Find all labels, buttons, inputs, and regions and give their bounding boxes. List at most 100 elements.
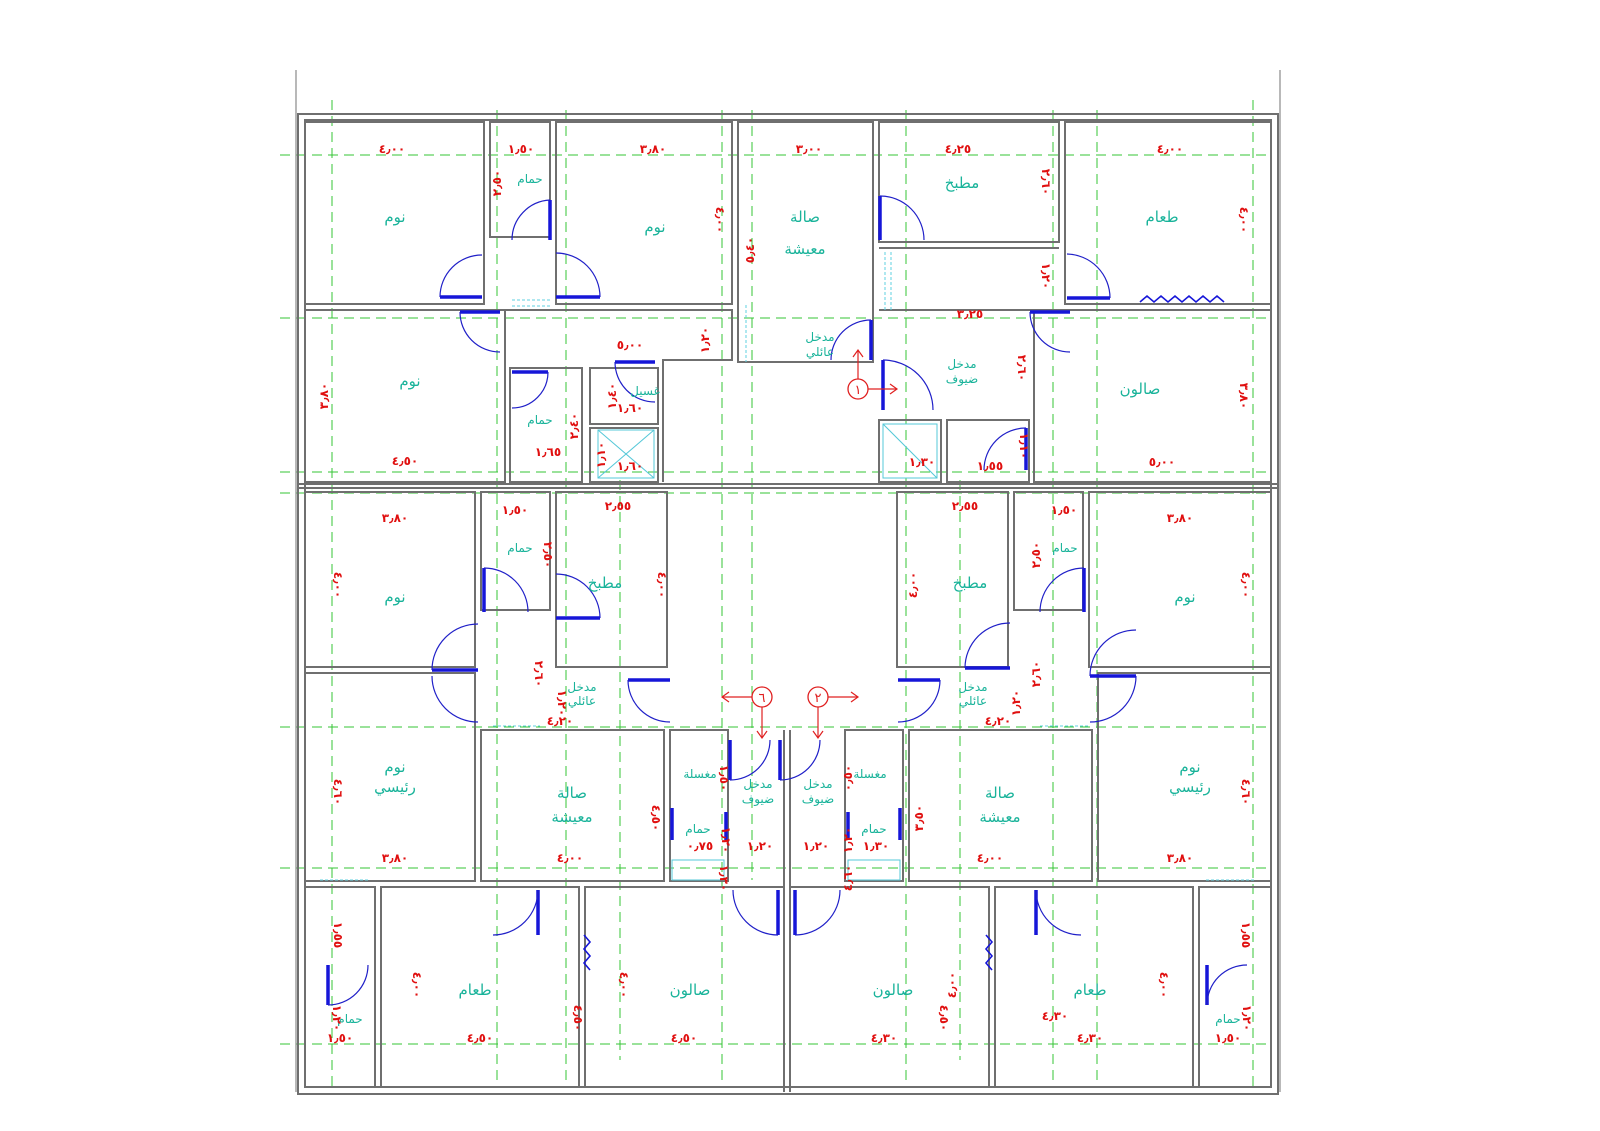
dimension: ٣٫٨٠ [1167, 851, 1193, 865]
dimension: ٤٫٦٠ [841, 865, 855, 891]
room-label: نوم [1174, 588, 1195, 606]
dimension: ١٫٢٠ [747, 839, 773, 853]
room-label: مدخل [567, 680, 596, 694]
room-label: رئيسي [374, 778, 416, 797]
dimension: ٤٫٥٠ [467, 1031, 493, 1045]
room-label: معيشة [784, 240, 825, 258]
dimension: ١٫٦٠ [617, 459, 643, 473]
dimension: ٤٫٢٥ [945, 142, 971, 156]
room-label: حمام [517, 172, 542, 186]
room-label: ضيوف [946, 372, 978, 387]
dimension: ١٫٥٥ [977, 459, 1003, 473]
svg-text:٢: ٢ [815, 691, 822, 706]
walls [295, 70, 1281, 1095]
dimension: ٤٫٢٠ [547, 714, 573, 728]
dimension: ١٫٥٥ [1239, 922, 1253, 948]
room-label: ضيوف [742, 792, 774, 807]
dimension: ١٫٢٠ [719, 827, 733, 853]
room-label: مدخل [958, 680, 987, 694]
room-label: نوم [1179, 758, 1200, 776]
openings [320, 252, 1256, 881]
room-label: مدخل [803, 777, 832, 791]
dimension: ٢٫٥٥ [952, 499, 978, 513]
dimension: ٤٫٠٠ [655, 572, 669, 598]
dimension: ٤٫٠٠ [906, 572, 920, 598]
dimension: ١٫٥٠ [1215, 1031, 1241, 1045]
dimension: ٤٫٣٠ [871, 1031, 897, 1045]
dimension: ٢٫٦٠ [532, 661, 546, 687]
room-labels: نوم حمام نوم صالة معيشة مطبخ طعام نوم حم… [337, 172, 1240, 1026]
section-marker-6: ٦ [720, 686, 773, 740]
dimension: ٤٫٣٠ [1042, 1009, 1068, 1023]
room-label: حمام [337, 1012, 362, 1026]
dimension: ٤٫٠٠ [1237, 207, 1251, 233]
room-label: غسيل [630, 384, 660, 398]
room-label: معيشة [551, 808, 592, 826]
dimension: ٥٫٤٠ [743, 237, 757, 263]
dimension: ٠٫٧٥ [687, 839, 713, 853]
dimension: ٣٫٠٠ [796, 142, 822, 156]
dimension: ١٫٥٠ [327, 1031, 353, 1045]
room-label: نوم [384, 208, 405, 226]
sliding-doors [582, 294, 1225, 971]
room-label: نوم [384, 758, 405, 776]
dimension: ٥٫٠٠ [617, 338, 643, 352]
dimension: ٤٫٥٠ [671, 1031, 697, 1045]
dimension: ١٫٥٠ [717, 765, 731, 791]
dimension: ٣٫٢٥ [957, 307, 983, 321]
dimension: ١٫٥٠ [502, 503, 528, 517]
dimension: ٤٫٠٠ [1239, 572, 1253, 598]
dimension: ٣٫٥٠ [912, 805, 926, 831]
dimension: ٢٫٦٠ [1029, 661, 1043, 687]
dimension: ٢٫٥٥ [605, 499, 631, 513]
dimension: ٤٫٦٠ [331, 779, 345, 805]
dimension: ٤٫٠٠ [945, 972, 959, 998]
room-label: طعام [458, 981, 491, 999]
dimension: ٣٫٨٠ [317, 383, 331, 409]
room-label: صالة [557, 784, 587, 802]
dimension: ٣٫٨٠ [1237, 383, 1251, 409]
room-label: مطبخ [945, 174, 980, 192]
dimension: ٣٫٨٠ [1167, 511, 1193, 525]
doors [326, 195, 1248, 1006]
room-label: حمام [861, 822, 886, 836]
room-label: مدخل [805, 330, 834, 344]
dimension: ٢٫٦٠ [1039, 169, 1053, 195]
room-label: مغسلة [683, 767, 716, 781]
section-marker-1: ١ [847, 348, 899, 400]
room-label: رئيسي [1169, 778, 1211, 797]
room-label: صالة [985, 784, 1015, 802]
room-label: طعام [1145, 208, 1178, 226]
dimension-labels: ٤٫٠٠ ١٫٥٠ ٢٫٥٠ ٣٫٨٠ ٤٫٠٠ ٣٫٠٠ ٥٫٤٠ ٤٫٢٥ … [317, 142, 1254, 1045]
dimension: ١٫٥٠ [508, 142, 534, 156]
dimension: ٤٫٠٠ [713, 207, 727, 233]
dimension: ٢٫٥٠ [541, 542, 555, 568]
dimension: ٥٫٠٠ [1149, 455, 1175, 469]
room-label: ضيوف [802, 792, 834, 807]
room-label: طعام [1073, 981, 1106, 999]
dimension: ١٫٢٠ [803, 839, 829, 853]
dimension: ١٫١٠ [594, 442, 608, 468]
room-label: نوم [399, 372, 420, 390]
dimension: ٤٫٠٠ [617, 972, 631, 998]
room-label: عائلي [959, 694, 987, 708]
dimension: ٢٫٥٠ [1029, 542, 1043, 568]
room-label: صالون [670, 981, 711, 999]
dimension: ١٫٢٠ [841, 827, 855, 853]
dimension: ٤٫٠٠ [379, 142, 405, 156]
dimension: ٢٫٦٠ [1015, 355, 1029, 381]
dimension: ٠٫٥٠ [841, 765, 855, 791]
dimension: ٤٫٥٠ [571, 1005, 585, 1031]
room-label: مدخل [947, 357, 976, 371]
room-label: حمام [1052, 541, 1077, 555]
room-label: صالون [1120, 380, 1161, 398]
section-marker-2: ٢ [807, 686, 860, 740]
room-label: حمام [1215, 1012, 1240, 1026]
room-label: حمام [507, 541, 532, 555]
dimension: ٣٫٨٠ [382, 511, 408, 525]
room-label: حمام [685, 822, 710, 836]
dimension: ٢٫٥٠ [490, 170, 504, 196]
dimension: ١٫٢٠ [555, 690, 569, 716]
room-label: عائلي [806, 345, 834, 359]
dimension: ١٫٣٠ [863, 839, 889, 853]
